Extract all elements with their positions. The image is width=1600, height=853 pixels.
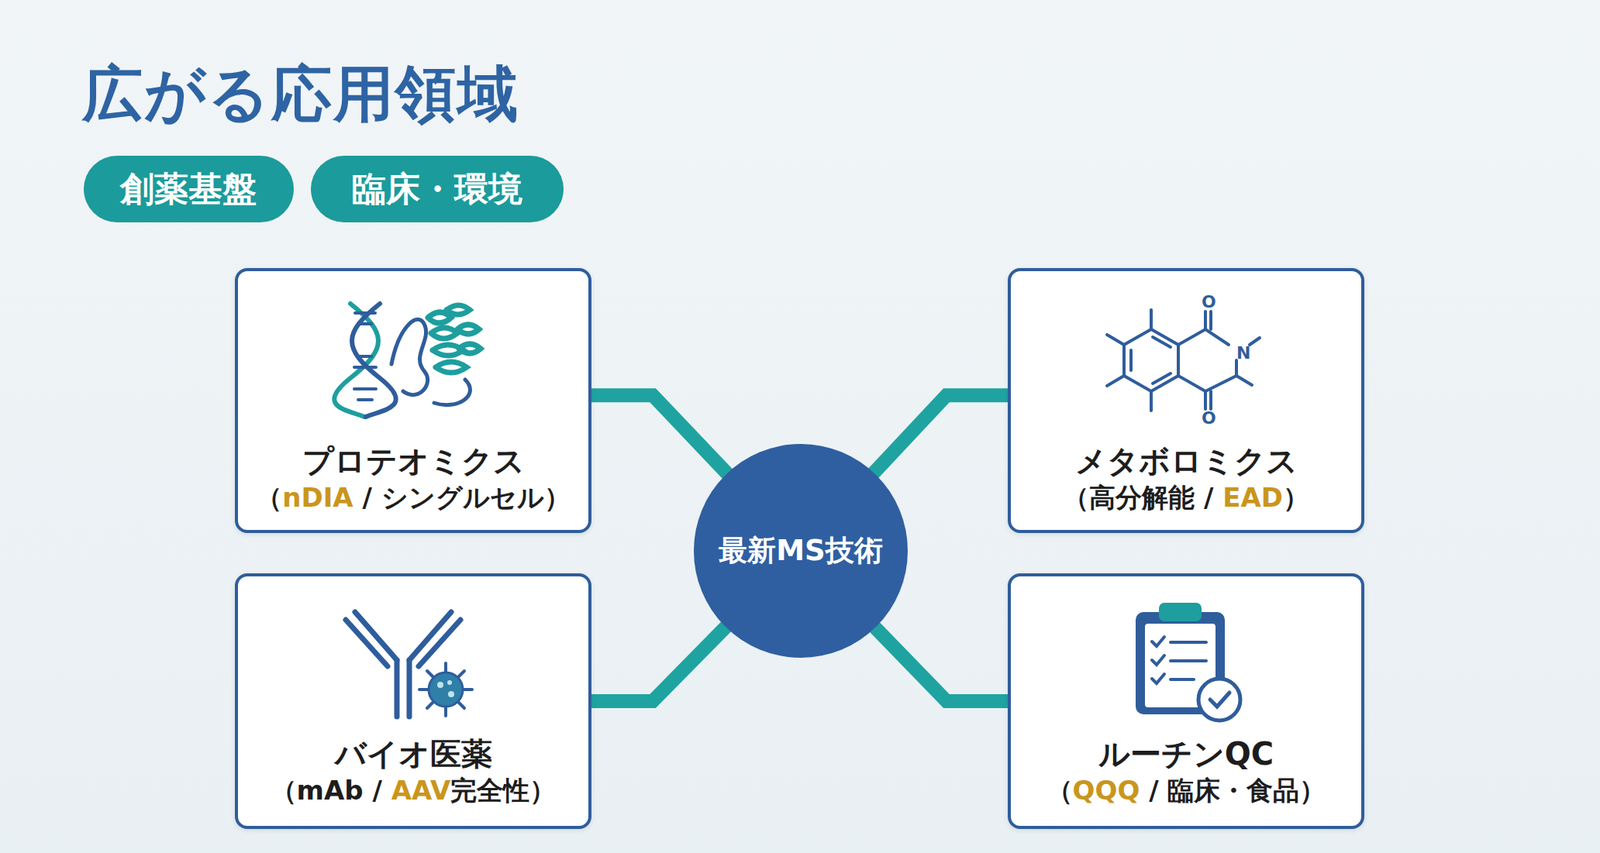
node-heading: 創薬基盤 (120, 166, 257, 213)
node-subtitle: （QQQ / 臨床・食品） (1046, 773, 1327, 808)
application-box: バイオ医薬（mAb / AAV完全性） (234, 573, 592, 830)
protein-icon (391, 305, 481, 406)
atom-label: O (1201, 293, 1217, 311)
tag-pill: 創薬基盤 (83, 155, 294, 223)
connector-line (874, 627, 1008, 702)
node-subtitle: （高分解能 / EAD） (1062, 480, 1310, 515)
application-box: メタボロミクス（高分解能 / EAD） (1007, 268, 1365, 534)
connector-line (872, 395, 1008, 475)
tag-pill: 臨床・環境 (310, 155, 564, 223)
clipboard-icon (1135, 603, 1241, 721)
virus-icon (419, 663, 473, 717)
connector-line (591, 395, 728, 475)
node-subtitle: （mAb / AAV完全性） (270, 773, 557, 808)
application-box: プロテオミクス（nDIA / シングルセル） (234, 268, 592, 534)
dna-icon (334, 303, 396, 418)
node-heading: プロテオミクス (302, 441, 525, 481)
atom-label: N (1236, 344, 1251, 363)
page-title: 広がる応用領域 (82, 54, 520, 136)
node-heading: 最新MS技術 (718, 531, 883, 571)
node-heading: ルーチンQC (1098, 734, 1274, 774)
hub-circle: 最新MS技術 (693, 444, 908, 659)
node-heading: バイオ医薬 (334, 734, 493, 774)
atom-label: O (1201, 410, 1217, 428)
node-heading: メタボロミクス (1075, 441, 1298, 481)
node-heading: 臨床・環境 (351, 166, 523, 213)
connector-line (591, 626, 728, 702)
node-subtitle: （nDIA / シングルセル） (255, 480, 571, 515)
molecule-icon (1106, 310, 1260, 411)
